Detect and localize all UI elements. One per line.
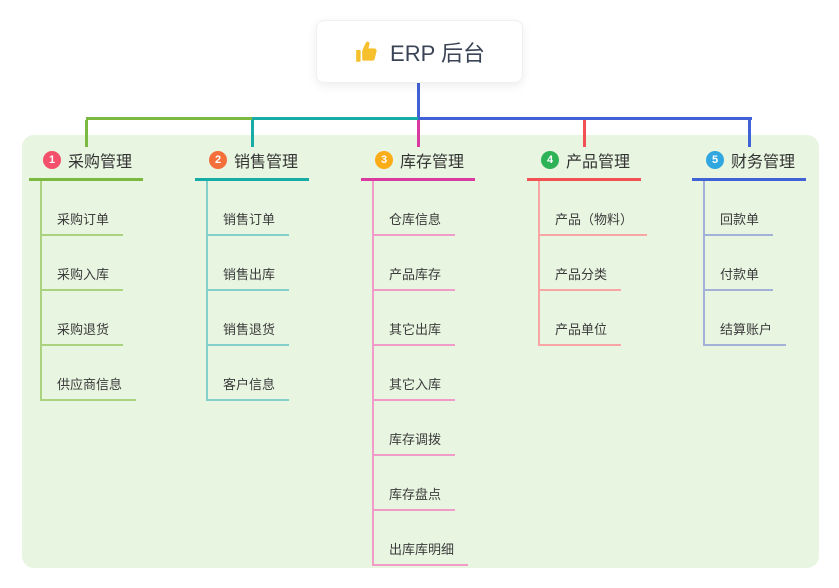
child-node[interactable]: 结算账户 <box>703 291 787 346</box>
child-node[interactable]: 出库库明细 <box>372 511 469 566</box>
branch-label: 财务管理 <box>731 154 796 171</box>
child-node[interactable]: 产品（物料） <box>538 181 648 236</box>
branch-label: 采购管理 <box>68 154 133 171</box>
child-node[interactable]: 付款单 <box>703 236 774 291</box>
drop-line-2 <box>251 120 254 147</box>
spine-line <box>538 181 540 346</box>
branch-node: 2 销售管理 销售订单 销售出库 销售退货 客户信息 <box>195 148 309 401</box>
child-node[interactable]: 采购入库 <box>40 236 124 291</box>
branch-children: 回款单 付款单 结算账户 <box>703 181 806 346</box>
child-node[interactable]: 产品单位 <box>538 291 622 346</box>
branch-label: 产品管理 <box>566 154 631 171</box>
drop-line-3 <box>417 120 420 147</box>
spine-line <box>703 181 705 346</box>
branch-node: 1 采购管理 采购订单 采购入库 采购退货 供应商信息 <box>29 148 143 401</box>
spine-line <box>40 181 42 401</box>
child-node[interactable]: 产品库存 <box>372 236 456 291</box>
child-node[interactable]: 库存盘点 <box>372 456 456 511</box>
branch-header[interactable]: 4 产品管理 <box>527 148 641 181</box>
child-node[interactable]: 供应商信息 <box>40 346 137 401</box>
child-node[interactable]: 销售出库 <box>206 236 290 291</box>
child-node[interactable]: 其它出库 <box>372 291 456 346</box>
child-node[interactable]: 仓库信息 <box>372 181 456 236</box>
bus-segment-1 <box>86 117 252 120</box>
drop-line-1 <box>85 120 88 147</box>
root-connector-line <box>417 83 420 118</box>
branch-header[interactable]: 2 销售管理 <box>195 148 309 181</box>
branch-number-badge: 1 <box>43 151 61 169</box>
child-node[interactable]: 客户信息 <box>206 346 290 401</box>
child-node[interactable]: 产品分类 <box>538 236 622 291</box>
branch-children: 仓库信息 产品库存 其它出库 其它入库 库存调拨 库存盘点 出库库明细 <box>372 181 475 566</box>
branch-label: 库存管理 <box>400 154 465 171</box>
child-node[interactable]: 库存调拨 <box>372 401 456 456</box>
branch-header[interactable]: 3 库存管理 <box>361 148 475 181</box>
branch-children: 采购订单 采购入库 采购退货 供应商信息 <box>40 181 143 401</box>
child-node[interactable]: 回款单 <box>703 181 774 236</box>
bus-segment-3 <box>418 117 752 120</box>
child-node[interactable]: 销售订单 <box>206 181 290 236</box>
branch-number-badge: 4 <box>541 151 559 169</box>
child-node[interactable]: 其它入库 <box>372 346 456 401</box>
thumbs-up-icon <box>354 39 380 65</box>
child-node[interactable]: 采购退货 <box>40 291 124 346</box>
spine-line <box>206 181 208 401</box>
branch-node: 4 产品管理 产品（物料） 产品分类 产品单位 <box>527 148 648 346</box>
child-node[interactable]: 采购订单 <box>40 181 124 236</box>
branch-header[interactable]: 1 采购管理 <box>29 148 143 181</box>
drop-line-5 <box>748 120 751 147</box>
branch-children: 产品（物料） 产品分类 产品单位 <box>538 181 648 346</box>
drop-line-4 <box>583 120 586 147</box>
branch-label: 销售管理 <box>234 154 299 171</box>
branch-number-badge: 2 <box>209 151 227 169</box>
branch-node: 3 库存管理 仓库信息 产品库存 其它出库 其它入库 库存调拨 库存盘点 出库库… <box>361 148 475 566</box>
branch-number-badge: 5 <box>706 151 724 169</box>
child-node[interactable]: 销售退货 <box>206 291 290 346</box>
root-label: ERP 后台 <box>390 40 485 66</box>
bus-segment-2 <box>252 117 418 120</box>
root-node[interactable]: ERP 后台 <box>316 20 523 83</box>
branch-children: 销售订单 销售出库 销售退货 客户信息 <box>206 181 309 401</box>
branch-number-badge: 3 <box>375 151 393 169</box>
branch-node: 5 财务管理 回款单 付款单 结算账户 <box>692 148 806 346</box>
branches-panel <box>22 135 819 568</box>
spine-line <box>372 181 374 566</box>
branch-header[interactable]: 5 财务管理 <box>692 148 806 181</box>
